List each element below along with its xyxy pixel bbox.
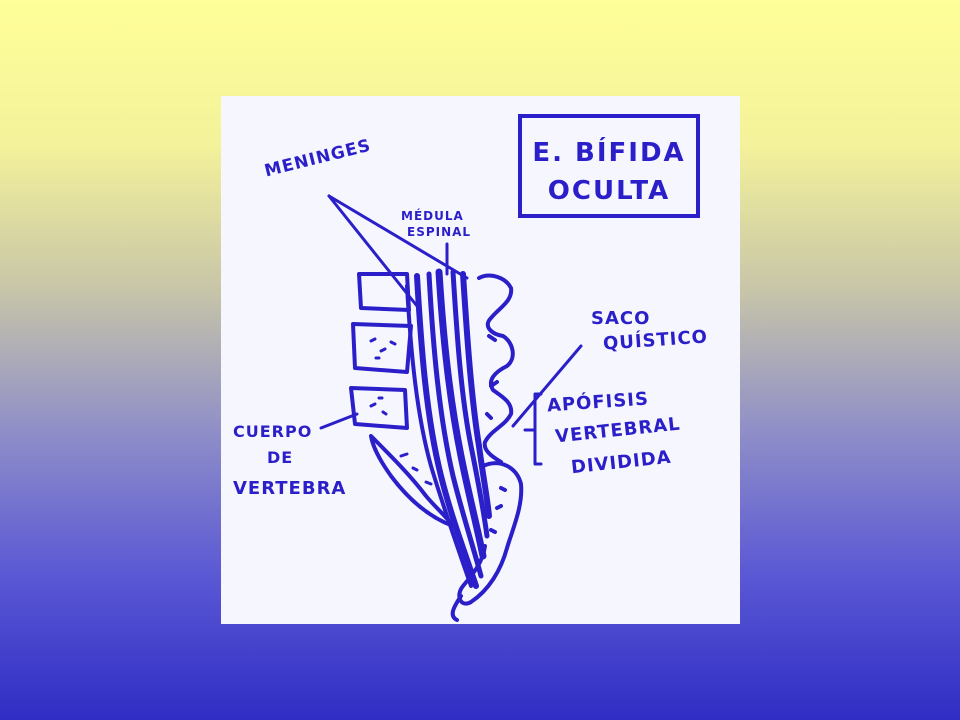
title-line-1: E. BÍFIDA xyxy=(532,138,686,168)
bone-texture-dots xyxy=(369,337,433,486)
meninges-pointer-1 xyxy=(327,194,419,308)
process-texture-dots xyxy=(485,334,507,534)
title-line-2: OCULTA xyxy=(547,176,671,206)
vertebra-body-3 xyxy=(349,386,409,430)
meninges-pointer-2 xyxy=(327,194,469,280)
spinal-cord-bundle xyxy=(405,268,492,589)
title-box: E. BÍFIDA OCULTA xyxy=(518,114,700,218)
vertebra-body-2 xyxy=(351,322,413,374)
label-cuerpo-line3: VERTEBRA xyxy=(233,478,347,499)
label-medula-line2: ESPINAL xyxy=(407,225,472,239)
cuerpo-pointer xyxy=(319,412,359,430)
label-saco-line1: SACO xyxy=(591,308,651,329)
vertebra-body-1 xyxy=(357,272,411,312)
label-cuerpo-line1: CUERPO xyxy=(233,422,313,441)
saco-pointer xyxy=(511,344,583,428)
apofisis-bracket xyxy=(523,392,543,466)
drawing-paper: E. BÍFIDA OCULTA MENINGES MÉDULA ESPINAL… xyxy=(221,96,740,624)
posterior-elements xyxy=(450,273,524,622)
spine-drawing xyxy=(319,194,583,622)
pointer-lines xyxy=(319,194,583,466)
label-medula-line1: MÉDULA xyxy=(401,209,464,223)
vertebral-bodies xyxy=(349,272,455,528)
label-cuerpo-line2: DE xyxy=(267,448,294,467)
